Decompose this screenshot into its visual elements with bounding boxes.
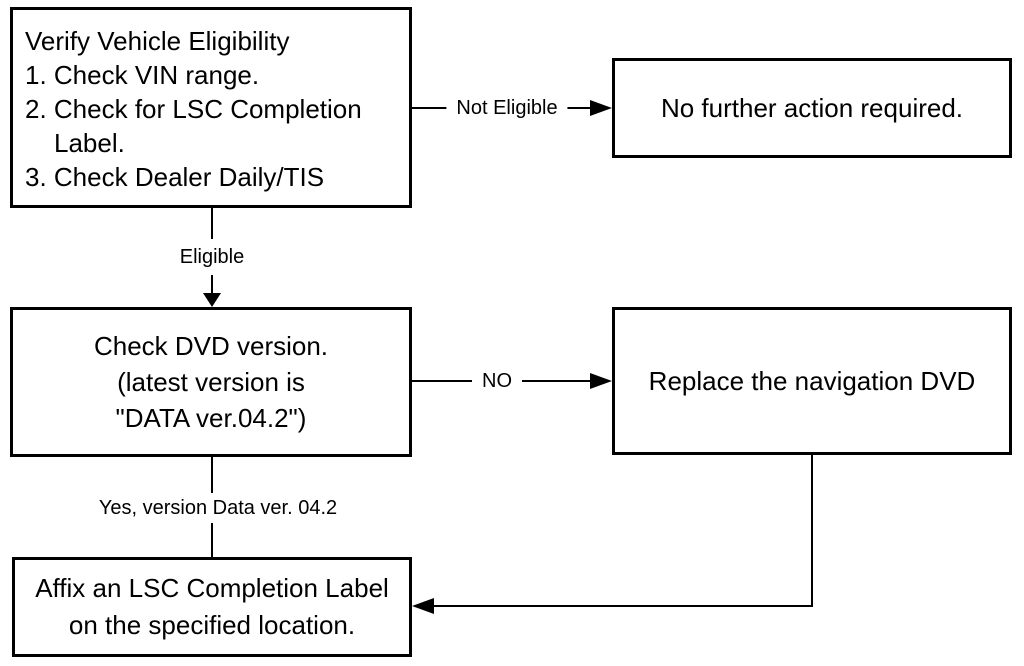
not-eligible-label: Not Eligible [446,93,568,123]
box-text-line: No further action required. [660,92,964,123]
arrowhead-right-icon [590,100,612,116]
box-text-line: Check DVD version. [93,331,329,361]
affix-label-box: Affix an LSC Completion Label on the spe… [12,557,412,657]
box-text-line: Replace the navigation DVD [648,365,976,396]
box-text-line: on the specified location. [68,610,356,640]
box-text-line: Affix an LSC Completion Label [35,573,389,603]
replace-dvd-box: Replace the navigation DVD [612,307,1012,455]
eligible-label: Eligible [169,239,255,275]
yes-version-label: Yes, version Data ver. 04.2 [88,493,348,523]
arrowhead-left-icon [412,598,434,614]
replace-to-affix-connector-vertical-line [811,455,813,606]
arrowhead-down-icon [203,293,221,307]
box-text-line: 1. Check VIN range. [25,60,260,90]
replace-to-affix-connector-horizontal-line [432,605,813,607]
no-further-action-box: No further action required. [612,58,1012,158]
no-label: NO [472,366,522,396]
arrowhead-right-icon [590,373,612,389]
box-text-line: Verify Vehicle Eligibility [25,26,290,56]
box-text-line: "DATA ver.04.2") [115,403,307,433]
box-text-line: 2. Check for LSC Completion [25,94,362,124]
check-dvd-version-box: Check DVD version. (latest version is "D… [10,307,412,457]
box-text-line: (latest version is [117,367,305,397]
box-text-line: 3. Check Dealer Daily/TIS [25,162,325,192]
verify-eligibility-box: Verify Vehicle Eligibility 1. Check VIN … [10,7,412,208]
box-text-line: Label. [54,128,125,158]
